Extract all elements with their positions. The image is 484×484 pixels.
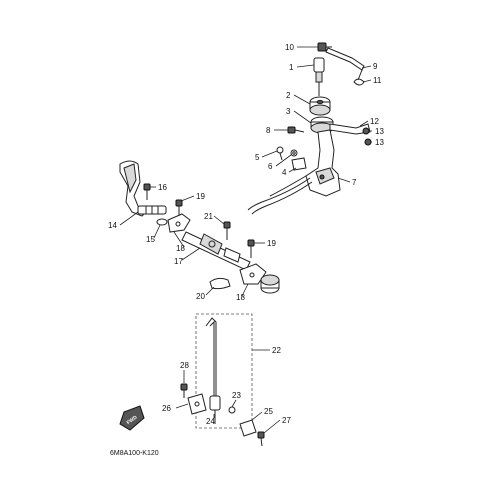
callout-4: 4 (282, 168, 287, 177)
figure-code: 6M8A100-K120 (110, 450, 159, 457)
callout-12: 12 (370, 117, 379, 126)
shift-cables (247, 175, 313, 215)
callout-13-upper: 13 (375, 127, 384, 136)
part-18-clamp-left (167, 213, 191, 233)
callout-1: 1 (289, 63, 294, 72)
part-28-bolt (180, 383, 188, 398)
callout-21: 21 (204, 212, 213, 221)
fwd-direction-badge: FWD (119, 405, 145, 431)
callout-19-lower: 19 (267, 239, 276, 248)
part-8-bolt (287, 126, 305, 134)
part-2-cam (309, 96, 331, 116)
callout-15: 15 (146, 235, 155, 244)
callout-23: 23 (232, 391, 241, 400)
callout-24: 24 (206, 417, 215, 426)
part-13-nut-lower (364, 138, 372, 146)
callout-10: 10 (285, 43, 294, 52)
callout-11: 11 (373, 76, 382, 85)
callout-27: 27 (282, 416, 291, 425)
callout-25: 25 (264, 407, 273, 416)
callout-13-lower: 13 (375, 138, 384, 147)
upper-assembly (247, 42, 372, 215)
lever-shaft (137, 205, 167, 215)
part-27-bolt (257, 431, 265, 447)
fwd-badge-text: FWD (126, 414, 139, 426)
part-21-bolt (223, 221, 231, 240)
part-6-washer (290, 149, 298, 157)
middle-linkage (119, 160, 280, 294)
part-7-bracket (305, 129, 341, 197)
callout-numbers: 10 1 9 11 2 3 12 13 13 8 5 6 4 7 16 19 1… (108, 43, 384, 426)
part-22-group-box (195, 313, 253, 429)
callout-5: 5 (255, 153, 260, 162)
callout-8: 8 (266, 126, 271, 135)
part-15-o-ring (156, 218, 168, 226)
leader-lines (119, 46, 372, 434)
callout-16: 16 (158, 183, 167, 192)
lower-rod-assembly (180, 313, 265, 447)
callout-9: 9 (373, 62, 378, 71)
part-19-bolt-lower (247, 239, 255, 258)
callout-2: 2 (286, 91, 291, 100)
callout-17: 17 (174, 257, 183, 266)
shaft-end-cap (260, 274, 280, 294)
callout-18-left: 18 (176, 244, 185, 253)
callout-3: 3 (286, 107, 291, 116)
part-14-shift-lever (119, 160, 147, 217)
callout-18-right: 18 (236, 293, 245, 302)
part-19-bolt-upper (175, 199, 183, 216)
callout-19-upper: 19 (196, 192, 205, 201)
callout-22: 22 (272, 346, 281, 355)
callout-26: 26 (162, 404, 171, 413)
callout-28: 28 (180, 361, 189, 370)
part-26-bracket (187, 393, 207, 415)
part-1-connector (313, 57, 325, 96)
part-4-bracket (291, 157, 307, 171)
part-20-plate (209, 277, 231, 290)
part-5-screw (276, 146, 284, 161)
callout-6: 6 (268, 162, 273, 171)
callout-7: 7 (352, 178, 357, 187)
part-9-rod (325, 47, 365, 71)
part-10-fitting (317, 42, 332, 52)
part-13-nut-upper (362, 127, 370, 135)
part-16-bolt (143, 183, 151, 200)
shift-rod (205, 317, 221, 424)
part-24-joint (228, 406, 236, 414)
part-25-clip (239, 419, 257, 437)
part-11-clip (353, 69, 365, 86)
callout-20: 20 (196, 292, 205, 301)
part-17-shift-shaft (181, 231, 251, 271)
callout-14: 14 (108, 221, 117, 230)
